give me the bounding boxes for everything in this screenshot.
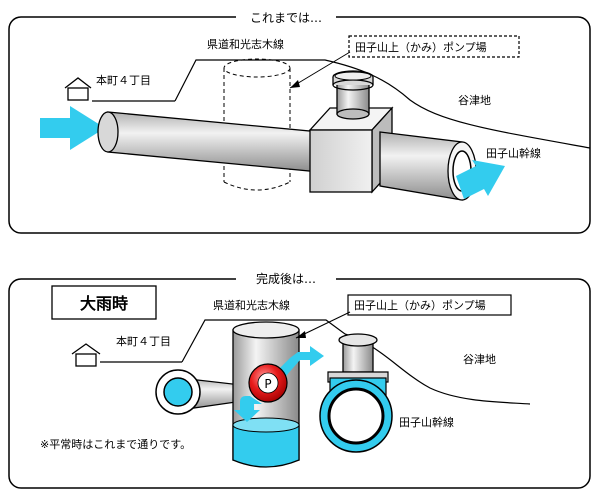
pump-label: 田子山上（かみ）ポンプ場 xyxy=(355,41,487,54)
road-label: 県道和光志木線 xyxy=(213,298,290,312)
house-icon xyxy=(71,343,101,367)
valley-label: 谷津地 xyxy=(463,353,496,366)
heavy-rain-badge xyxy=(51,285,157,320)
trunk-label: 田子山幹線 xyxy=(399,415,454,429)
outflow-arrow xyxy=(456,160,505,199)
pump-label-box xyxy=(348,35,520,58)
pump-icon: P xyxy=(248,363,288,403)
top-panel-title: これまでは… xyxy=(250,11,322,25)
road-label: 県道和光志木線 xyxy=(207,37,284,51)
trunk-label: 田子山幹線 xyxy=(486,146,541,160)
pump-label: 田子山上（かみ）ポンプ場 xyxy=(354,299,486,312)
inflow-arrow xyxy=(40,106,105,150)
top-panel: これまでは… 県道和光志木線 本町４丁目 xyxy=(8,9,591,234)
bottom-panel-title: 完成後は… xyxy=(256,271,316,286)
heavy-rain-label: 大雨時 xyxy=(80,294,128,313)
normal-note: ※平常時はこれまで通りです。 xyxy=(40,438,191,451)
valve-icon xyxy=(327,333,389,383)
valve-icon xyxy=(332,70,374,120)
pump-leader xyxy=(289,51,351,89)
pump-flow-arrow-up xyxy=(276,346,324,376)
town-label: 本町４丁目 xyxy=(96,73,151,87)
valley-label: 谷津地 xyxy=(458,94,491,107)
pump-label-box xyxy=(347,294,512,316)
bottom-panel: 完成後は… 大雨時 県道和光志木線 本町４丁目 xyxy=(8,270,591,489)
outlet-pipe xyxy=(319,377,393,453)
pump-symbol: P xyxy=(264,377,271,391)
town-label: 本町４丁目 xyxy=(116,334,171,348)
road-line xyxy=(174,59,591,149)
house-icon xyxy=(64,77,92,101)
pump-flow-arrow-down xyxy=(234,396,262,422)
